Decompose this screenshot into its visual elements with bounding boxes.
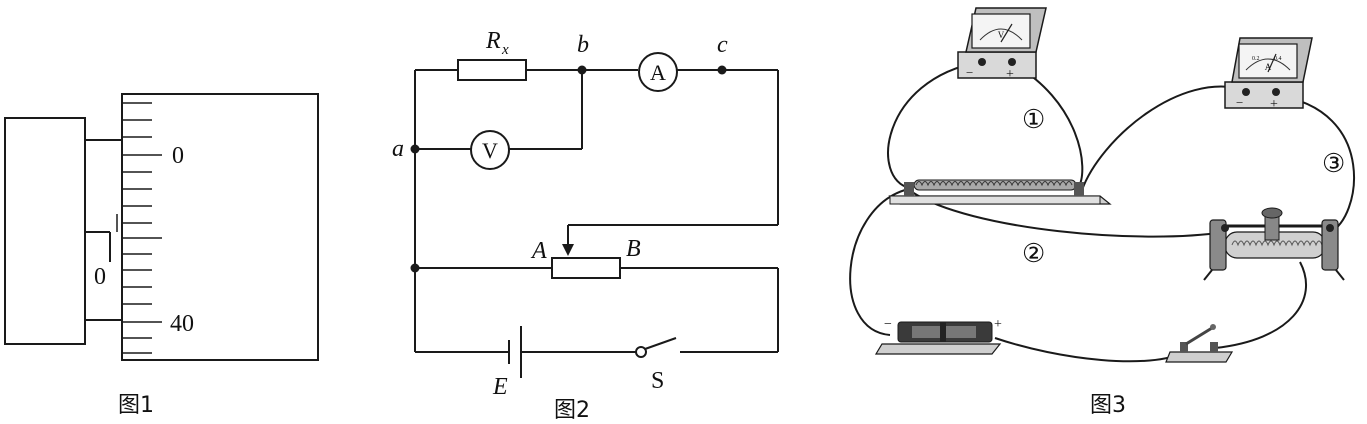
svg-text:c: c (717, 32, 728, 58)
rheostat-ab (551, 257, 621, 279)
node-left-junction (410, 263, 420, 273)
figure1-vernier-diagram: 0 40 0 图1 (4, 93, 319, 418)
figure3-caption: 图3 (1090, 393, 1126, 418)
ammeter-symbol (638, 52, 678, 92)
wire-label-1: ① (1022, 105, 1045, 134)
main-scale-label-0: 0 (172, 143, 184, 169)
svg-text:+: + (994, 317, 1002, 332)
figure3-physical-circuit: V − + 0.2 0.4 A − + (849, 7, 1356, 418)
figure2-circuit-schematic: A V R x b c a A (392, 28, 779, 423)
wire-label-2: ② (1022, 239, 1045, 268)
svg-text:a: a (392, 136, 404, 162)
knife-switch-device (1165, 324, 1234, 363)
svg-text:A: A (650, 60, 666, 85)
slider-arrow-head (562, 244, 574, 256)
wires (849, 61, 1356, 363)
node-b (577, 65, 587, 75)
battery-device: − + (874, 317, 1002, 355)
svg-text:0.2: 0.2 (1252, 56, 1260, 62)
resistor-rx (457, 59, 527, 81)
svg-text:−: − (884, 317, 892, 332)
svg-text:E: E (492, 374, 508, 400)
node-c (717, 65, 727, 75)
svg-text:A: A (530, 238, 547, 264)
svg-text:V: V (998, 30, 1005, 40)
svg-text:−: − (966, 65, 973, 80)
figure2-caption: 图2 (554, 398, 590, 423)
node-a (410, 144, 420, 154)
switch-lever (644, 337, 677, 350)
svg-text:x: x (501, 42, 509, 58)
svg-text:−: − (1236, 95, 1243, 110)
vernier-left-block (4, 117, 86, 345)
figure1-caption: 图1 (118, 393, 154, 418)
svg-text:b: b (577, 32, 589, 58)
main-scale-ticks (122, 102, 162, 354)
svg-text:B: B (626, 236, 641, 262)
svg-text:0.4: 0.4 (1274, 56, 1282, 62)
voltmeter-device: V − + (957, 7, 1047, 82)
main-scale-frame (121, 93, 319, 361)
switch-pivot (635, 346, 647, 358)
ammeter-device: 0.2 0.4 A − + (1224, 37, 1313, 112)
svg-text:R: R (485, 28, 501, 54)
wire-label-3: ③ (1322, 149, 1345, 178)
svg-text:+: + (1270, 97, 1278, 112)
sliding-rheostat-device (1203, 207, 1345, 281)
svg-text:V: V (482, 138, 498, 163)
svg-text:A: A (1265, 62, 1272, 72)
resistance-coil-device (888, 179, 1112, 205)
svg-text:S: S (651, 368, 664, 394)
vernier-label-0: 0 (94, 264, 106, 290)
main-scale-label-40: 40 (170, 311, 194, 337)
svg-text:+: + (1006, 67, 1014, 82)
